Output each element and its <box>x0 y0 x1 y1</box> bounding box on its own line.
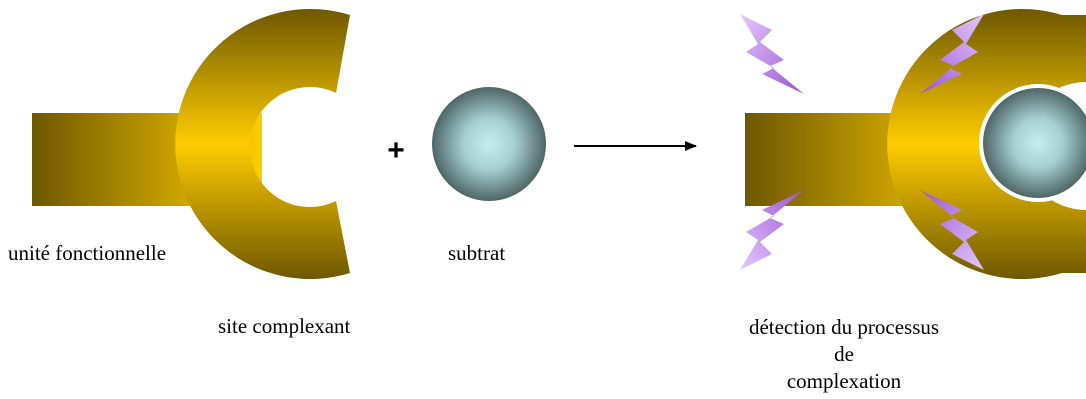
label-detection-line1: détection du processus <box>749 315 939 339</box>
complexing-site-cup <box>175 9 350 279</box>
lightning-bolt-icon <box>740 14 804 94</box>
label-complexing-site: site complexant <box>218 314 351 338</box>
plus-sign: + <box>387 134 405 167</box>
label-detection-line3: complexation <box>787 369 902 393</box>
substrate-sphere <box>432 87 546 201</box>
label-functional-unit: unité fonctionnelle <box>8 241 166 265</box>
receptor-complex <box>745 9 1086 279</box>
label-substrate: subtrat <box>448 241 505 265</box>
receptor-left <box>32 9 350 279</box>
label-detection-line2: de <box>834 342 854 366</box>
